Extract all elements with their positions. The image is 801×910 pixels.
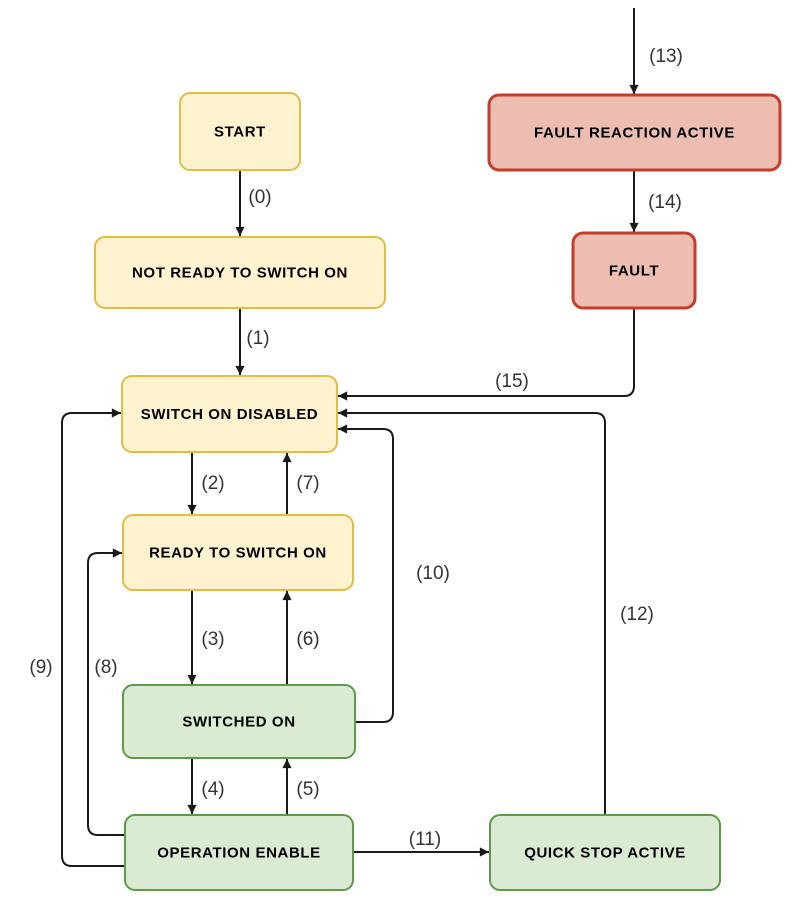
- state-box-not-ready-to-switch-on: [94, 236, 386, 309]
- state-label-not-ready-to-switch-on: NOT READY TO SWITCH ON: [132, 264, 348, 281]
- state-box-ready-to-switch-on: [122, 514, 354, 591]
- transition-t3: (3): [187, 590, 225, 684]
- state-node-switched-on: SWITCHED ON: [122, 684, 356, 759]
- state-label-fault: FAULT: [609, 262, 659, 279]
- transition-t2-label: (2): [201, 473, 224, 494]
- state-node-quick-stop-active: QUICK STOP ACTIVE: [489, 814, 721, 891]
- transition-t15-arrow: [338, 308, 635, 401]
- state-node-start: START: [179, 92, 301, 171]
- transition-t4-label: (4): [201, 779, 224, 800]
- state-label-ready-to-switch-on: READY TO SWITCH ON: [149, 544, 327, 561]
- transition-t7-label: (7): [296, 473, 319, 494]
- state-box-switch-on-disabled: [121, 375, 338, 453]
- transition-t4: (4): [187, 758, 225, 814]
- state-node-fault-reaction-active: FAULT REACTION ACTIVE: [487, 93, 782, 172]
- transition-t11: (11): [353, 829, 489, 857]
- transition-t0-label: (0): [248, 187, 271, 208]
- edges-layer: (0) (1) (2) (3) (4) (5) (6) (7) (8) (9) (10) (11) (1…: [29, 8, 683, 867]
- state-node-not-ready-to-switch-on: NOT READY TO SWITCH ON: [94, 236, 386, 309]
- transition-t10: (10): [338, 424, 450, 723]
- transition-t1: (1): [235, 308, 270, 375]
- state-box-switched-on: [122, 684, 356, 759]
- state-box-quick-stop-active: [489, 814, 721, 891]
- transition-t13-label: (13): [649, 46, 683, 67]
- transition-t14-label: (14): [648, 192, 682, 213]
- state-box-operation-enable: [124, 814, 354, 891]
- transition-t15-label: (15): [495, 371, 529, 392]
- transition-t3-label: (3): [201, 629, 224, 650]
- transition-t0: (0): [235, 170, 272, 236]
- transition-t10-label: (10): [416, 563, 450, 584]
- state-node-ready-to-switch-on: READY TO SWITCH ON: [122, 514, 354, 591]
- transition-t9-label: (9): [29, 657, 52, 678]
- transition-t6-label: (6): [296, 629, 319, 650]
- state-node-operation-enable: OPERATION ENABLE: [124, 814, 354, 891]
- transition-t14: (14): [629, 170, 682, 232]
- transition-t9-arrow: [61, 408, 125, 867]
- transition-t10-arrow: [338, 424, 394, 723]
- state-label-operation-enable: OPERATION ENABLE: [157, 844, 321, 861]
- transition-t1-label: (1): [246, 328, 269, 349]
- transition-t12: (12): [338, 408, 654, 815]
- state-label-fault-reaction-active: FAULT REACTION ACTIVE: [534, 124, 735, 141]
- state-label-quick-stop-active: QUICK STOP ACTIVE: [524, 844, 686, 861]
- state-box-fault: [571, 231, 697, 310]
- transition-t12-arrow: [338, 408, 606, 815]
- state-label-start: START: [214, 123, 266, 140]
- state-node-switch-on-disabled: SWITCH ON DISABLED: [121, 375, 338, 453]
- transition-t6: (6): [282, 591, 320, 685]
- transition-t2: (2): [187, 452, 225, 514]
- nodes-layer: START FAULT REACTION ACTIVE NOT READY TO S…: [94, 92, 782, 891]
- transition-t12-label: (12): [620, 604, 654, 625]
- state-label-switched-on: SWITCHED ON: [182, 713, 295, 730]
- transition-t5: (5): [282, 759, 320, 815]
- transition-t11-label: (11): [409, 829, 441, 850]
- transition-t8: (8): [87, 548, 125, 836]
- transition-t13: (13): [629, 8, 683, 94]
- state-box-start: [179, 92, 301, 171]
- transition-t8-arrow: [87, 548, 125, 836]
- state-label-switch-on-disabled: SWITCH ON DISABLED: [141, 406, 318, 423]
- state-box-fault-reaction-active: [487, 93, 782, 172]
- transition-t15: (15): [338, 308, 635, 401]
- transition-t7: (7): [282, 453, 320, 515]
- state-node-fault: FAULT: [571, 231, 697, 310]
- transition-t5-label: (5): [296, 779, 319, 800]
- transition-t9: (9): [29, 408, 125, 867]
- transition-t8-label: (8): [94, 657, 117, 678]
